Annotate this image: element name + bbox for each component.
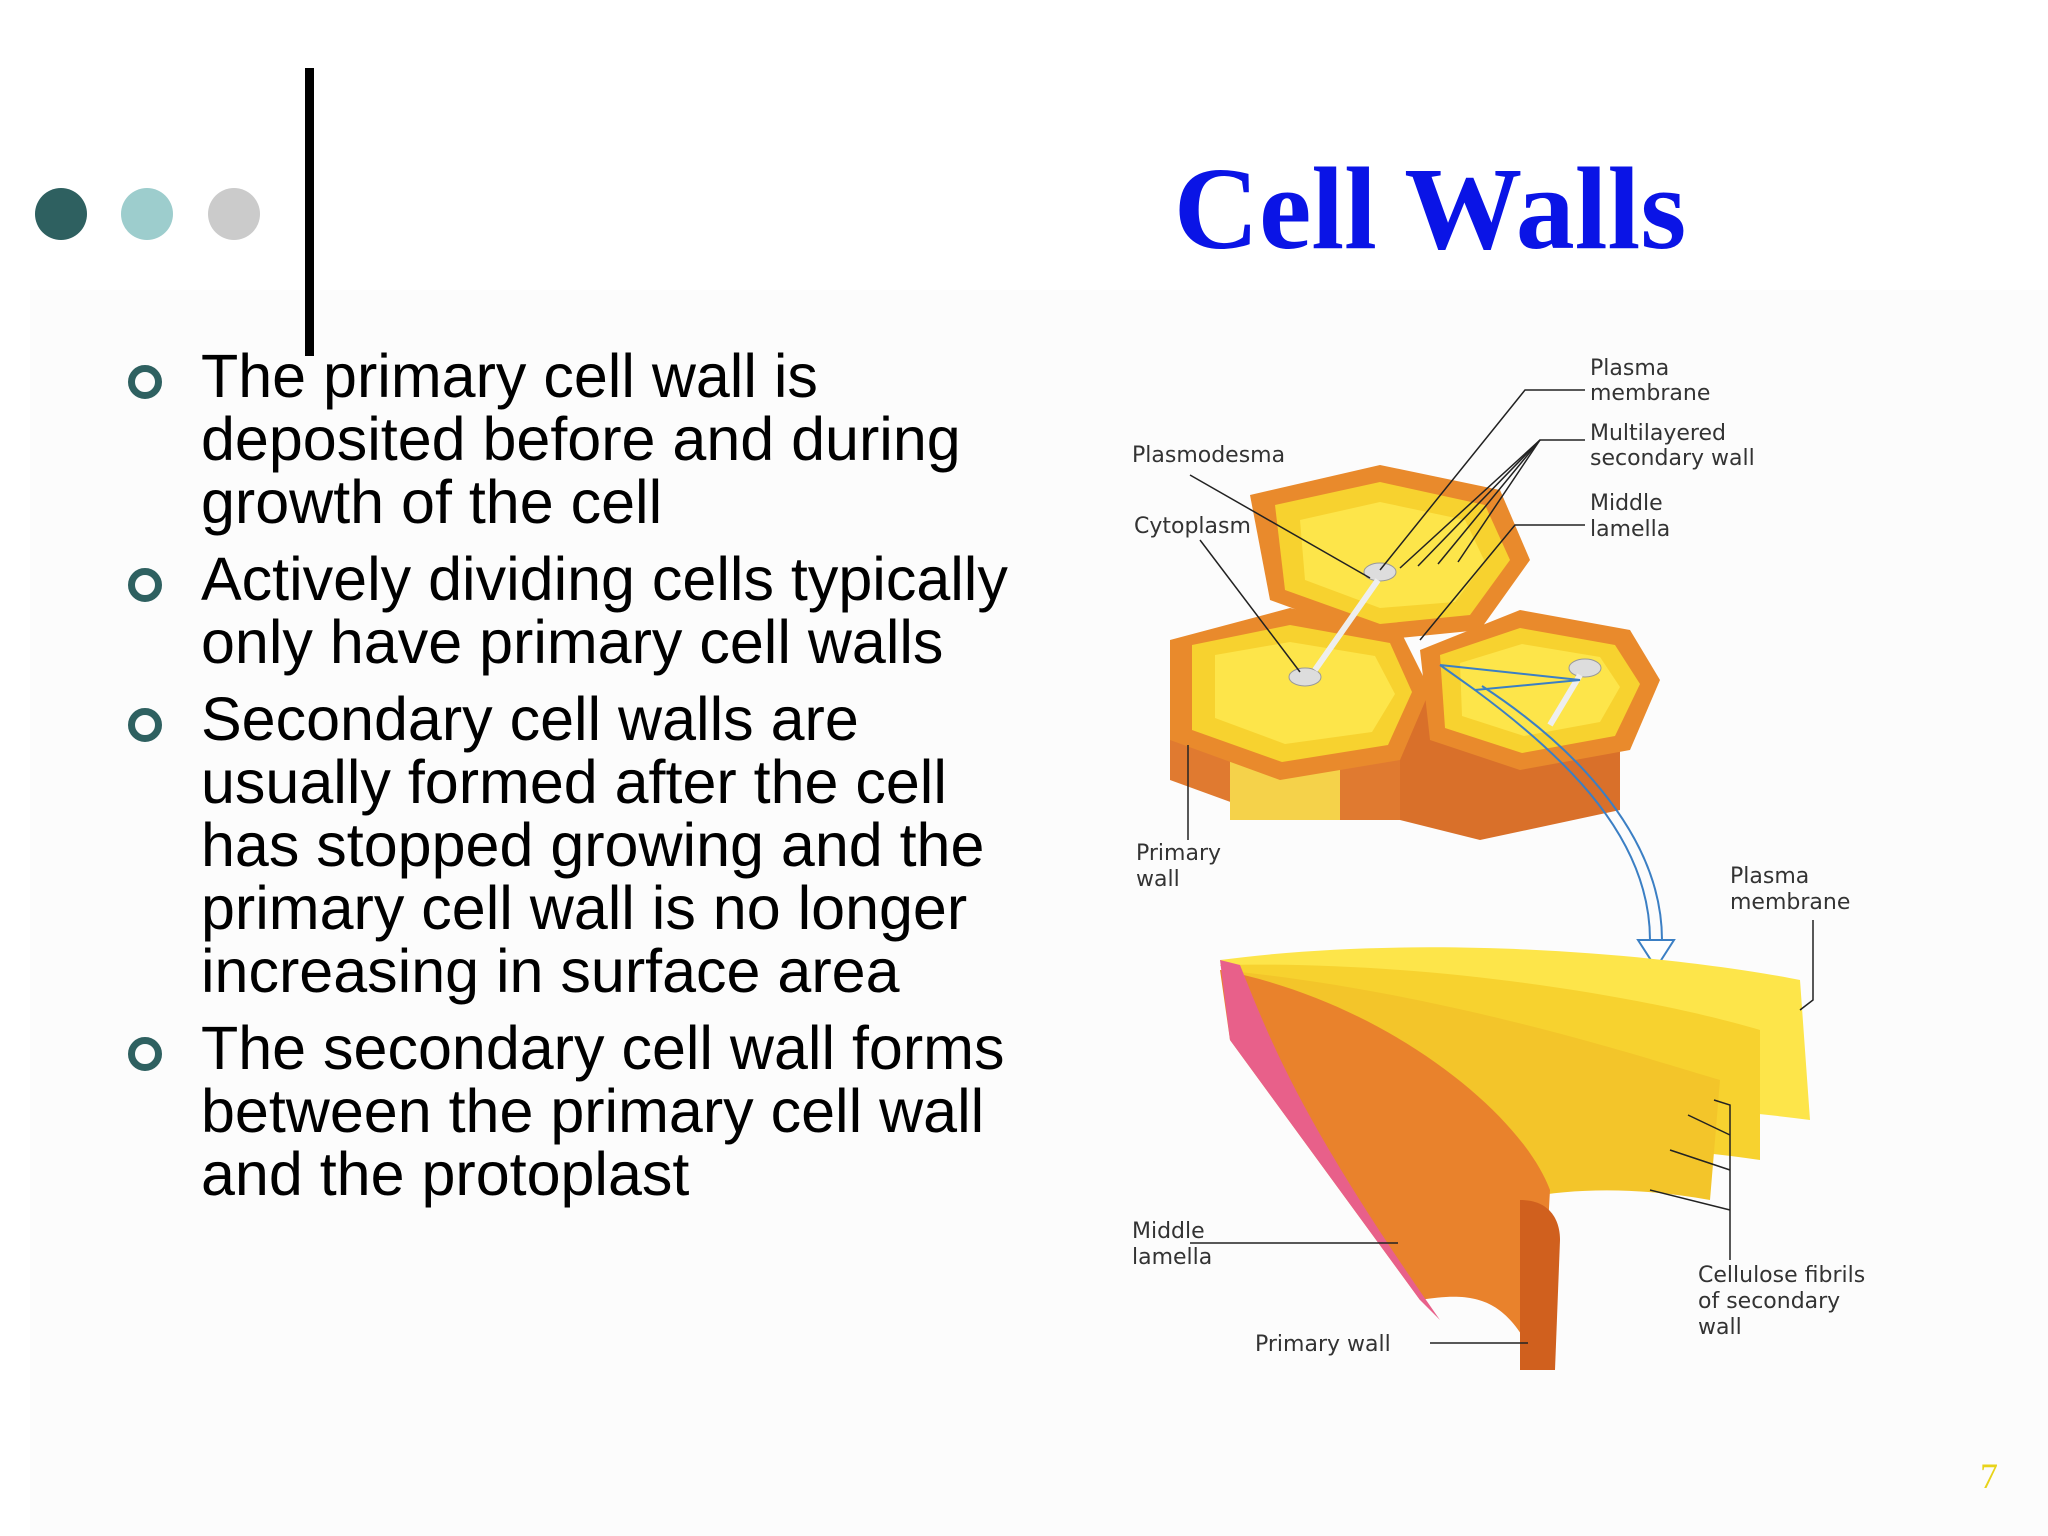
- diagram-labels: Plasma membrane Multilayered secondary w…: [1132, 356, 1865, 1357]
- bullet-text: Secondary cell walls are usually formed …: [201, 685, 985, 1005]
- bullet-list: The primary cell wall is deposited befor…: [120, 345, 1020, 1220]
- label-plasma-membrane-bottom: Plasma: [1730, 864, 1809, 889]
- label-middle-lamella: lamella: [1590, 517, 1670, 542]
- label-cytoplasm: Cytoplasm: [1134, 514, 1251, 539]
- zoom-arrow: [1474, 689, 1651, 941]
- label-cellulose-fibrils: of secondary: [1698, 1289, 1840, 1314]
- label-primary-wall: wall: [1136, 867, 1180, 892]
- label-middle-lamella-bottom: lamella: [1132, 1245, 1212, 1270]
- zoom-arrow-head: [1636, 939, 1676, 970]
- plasmodesma-pore: [1363, 562, 1397, 582]
- zoom-arrow: [1481, 685, 1663, 941]
- label-plasma-membrane: Plasma: [1590, 356, 1669, 381]
- bullet-text: Actively dividing cells typically only h…: [201, 545, 1008, 676]
- bullet-circle-icon: [128, 568, 162, 602]
- bullet-circle-icon: [128, 1037, 162, 1071]
- primary-wall-layer: [1220, 970, 1550, 1370]
- page-number: 7: [1980, 1456, 1998, 1496]
- label-primary-wall-bottom: Primary wall: [1255, 1332, 1391, 1357]
- plasmodesma-pore: [1568, 658, 1602, 678]
- leader-lines-top: [1187, 389, 1585, 840]
- bullet-text: The secondary cell wall forms between th…: [201, 1014, 1005, 1208]
- cell-top-left-core: [1215, 642, 1395, 744]
- leader-lines-bottom: [1190, 920, 1814, 1344]
- bullet-item: The secondary cell wall forms between th…: [120, 1017, 1020, 1206]
- label-middle-lamella: Middle: [1590, 491, 1663, 516]
- plasmodesma-pore: [1288, 667, 1322, 687]
- slide-background: [30, 290, 2048, 1536]
- bullet-item: Actively dividing cells typically only h…: [120, 548, 1020, 674]
- decorative-dot-dark: [35, 188, 87, 240]
- middle-lamella-layer: [1220, 960, 1440, 1320]
- label-cellulose-fibrils: wall: [1698, 1315, 1742, 1340]
- bullet-circle-icon: [128, 365, 162, 399]
- bullet-text: The primary cell wall is deposited befor…: [201, 342, 961, 536]
- bullet-circle-icon: [128, 708, 162, 742]
- slide-title: Cell Walls: [1173, 143, 1687, 274]
- decorative-dot-light: [121, 188, 173, 240]
- bullet-item: The primary cell wall is deposited befor…: [120, 345, 1020, 534]
- label-primary-wall: Primary: [1136, 841, 1221, 866]
- cell-wall-diagram: Plasma membrane Multilayered secondary w…: [1132, 356, 1865, 1370]
- plasmodesma-channel: [1547, 673, 1583, 727]
- label-plasma-membrane: membrane: [1590, 381, 1710, 406]
- decorative-vertical-line: [305, 68, 314, 356]
- label-middle-lamella-bottom: Middle: [1132, 1219, 1205, 1244]
- label-plasmodesma: Plasmodesma: [1132, 443, 1285, 468]
- label-cellulose-fibrils: Cellulose fibrils: [1698, 1263, 1865, 1288]
- bullet-item: Secondary cell walls are usually formed …: [120, 688, 1020, 1003]
- primary-wall-edge: [1520, 1200, 1560, 1370]
- label-plasma-membrane-bottom: membrane: [1730, 890, 1850, 915]
- decorative-dot-gray: [208, 188, 260, 240]
- label-multilayered-secondary-wall: Multilayered: [1590, 421, 1726, 446]
- label-multilayered-secondary-wall: secondary wall: [1590, 446, 1755, 471]
- plasmodesma-channel: [1312, 578, 1381, 672]
- cell-cluster-illustration: [1170, 465, 1676, 970]
- wall-layers-illustration: [1220, 947, 1810, 1370]
- zoom-highlight: [1439, 664, 1581, 692]
